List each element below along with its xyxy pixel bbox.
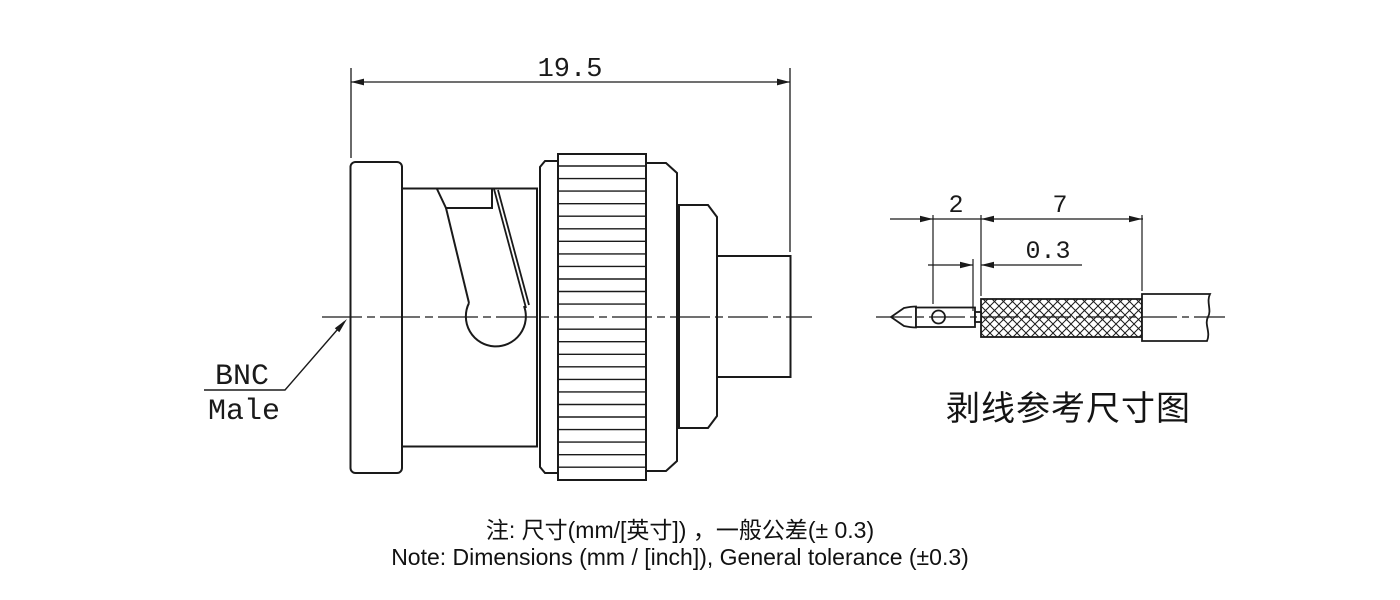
strip-arrow-a [920, 215, 933, 223]
label-bnc: BNC [215, 360, 269, 394]
dimension-gap-value: 0.3 [1025, 237, 1070, 266]
bayonet-slot-circle [464, 302, 527, 348]
note-line-zh: 注: 尺寸(mm/[英寸]) ，一般公差(± 0.3) [485, 517, 875, 543]
bayonet-slot [436, 188, 530, 348]
strip-arrow-e [981, 261, 994, 269]
notes-block: 注: 尺寸(mm/[英寸]) ，一般公差(± 0.3) Note: Dimens… [0, 517, 1360, 570]
strip-dimensions [890, 215, 1143, 311]
dimension-arrow-right [777, 78, 790, 86]
dimension-braid-length-value: 7 [1052, 191, 1067, 220]
bayonet-slot-right-edge [493, 188, 530, 309]
leader-arrow [334, 319, 347, 333]
braid-section [980, 298, 1143, 338]
dimension-overall-length-value: 19.5 [538, 55, 603, 85]
label-male: Male [208, 395, 280, 429]
bayonet-slot-left-edge [445, 207, 470, 304]
coupling-nut-knurl-lines [558, 165, 646, 468]
strip-arrow-d [960, 261, 973, 269]
strip-arrow-c [1129, 215, 1142, 223]
leader-line [204, 321, 345, 391]
dimension-overall-length [350, 68, 791, 252]
dimension-arrow-left [351, 78, 364, 86]
note-line-en: Note: Dimensions (mm / [inch]), General … [391, 544, 969, 570]
bayonet-slot-notch [436, 188, 493, 209]
dimension-pin-length-value: 2 [948, 191, 963, 220]
strip-arrow-b [981, 215, 994, 223]
strip-caption: 剥线参考尺寸图 [946, 391, 1191, 428]
bnc-male-label: BNC Male [204, 319, 347, 429]
